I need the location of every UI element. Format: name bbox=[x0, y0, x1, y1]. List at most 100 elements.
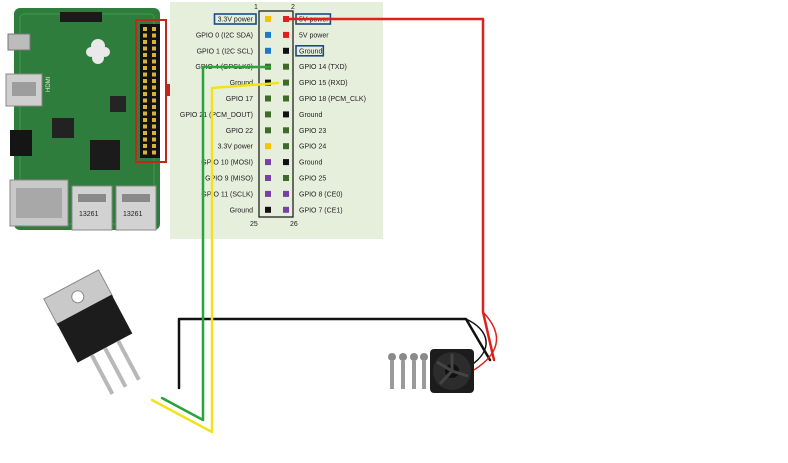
usb-port-2: 13261 bbox=[115, 185, 157, 231]
header-pin bbox=[152, 79, 156, 83]
header-pin bbox=[143, 137, 147, 142]
red-wire bbox=[286, 17, 496, 362]
pin-left-10-marker bbox=[265, 159, 271, 166]
header-pin bbox=[152, 118, 156, 122]
header-pin bbox=[152, 66, 156, 70]
usb-port-1: 13261 bbox=[71, 185, 113, 231]
pin-left-1-highlight bbox=[213, 13, 257, 25]
pin-right-4-label: GPIO 14 (TXD) bbox=[299, 64, 347, 71]
header-pin bbox=[152, 27, 156, 31]
green-wire bbox=[160, 65, 272, 422]
header-pin bbox=[143, 79, 147, 83]
hdmi-label: HDMI bbox=[46, 76, 52, 92]
pin-left-13-label: Ground bbox=[230, 207, 253, 214]
header-pin bbox=[152, 105, 156, 109]
pin-right-5-label: GPIO 15 (RXD) bbox=[299, 80, 348, 87]
pin-left-7-label: GPIO 21 (PCM_DOUT) bbox=[180, 112, 253, 119]
pin-left-10-label: GPIO 10 (MOSI) bbox=[201, 160, 253, 167]
header-pin bbox=[152, 131, 156, 135]
pin-left-3-marker bbox=[265, 47, 271, 54]
header-pin bbox=[152, 98, 156, 103]
cooling-fan bbox=[430, 349, 474, 393]
pin-right-7-label: Ground bbox=[299, 112, 322, 119]
pin-left-13-marker bbox=[265, 206, 271, 213]
header-pin bbox=[152, 46, 156, 51]
pin-right-9-marker bbox=[283, 143, 289, 150]
header-pin bbox=[143, 59, 147, 64]
ethernet-port bbox=[9, 179, 69, 227]
header-pin bbox=[152, 124, 156, 129]
header-pin bbox=[143, 46, 147, 51]
fan-leads bbox=[465, 311, 498, 371]
pin-right-11-label: GPIO 25 bbox=[299, 176, 326, 183]
pin-number-2: 2 bbox=[291, 4, 295, 11]
pin-left-12-label: GPIO 11 (SCLK) bbox=[201, 191, 253, 198]
header-pin bbox=[143, 85, 147, 90]
pin-right-6-label: GPIO 18 (PCM_CLK) bbox=[299, 96, 366, 103]
header-pin bbox=[143, 92, 147, 96]
pin-right-5-marker bbox=[283, 79, 289, 86]
pin-left-2-label: GPIO 0 (I2C SDA) bbox=[196, 32, 253, 39]
usb-label-2: 13261 bbox=[123, 211, 143, 218]
header-pin bbox=[143, 33, 147, 38]
usb-label-1: 13261 bbox=[79, 211, 99, 218]
pin-right-9-label: GPIO 24 bbox=[299, 144, 326, 151]
pinout-panel bbox=[170, 2, 383, 239]
processor-chip bbox=[90, 140, 120, 170]
header-pin bbox=[143, 150, 147, 155]
header-pin bbox=[143, 98, 147, 103]
pin-left-11-marker bbox=[265, 175, 271, 181]
pin-left-11-label: GPIO 9 (MISO) bbox=[205, 176, 253, 183]
pin-right-8-marker bbox=[283, 127, 289, 134]
pin-right-11-marker bbox=[283, 175, 289, 181]
pin-left-9-marker bbox=[265, 143, 271, 150]
transistor-body bbox=[56, 294, 133, 363]
header-pin bbox=[143, 118, 147, 122]
header-pin bbox=[143, 66, 147, 70]
black-wire bbox=[177, 317, 492, 390]
transistor-mount-hole bbox=[71, 290, 85, 304]
pin-right-4-marker bbox=[283, 63, 289, 70]
pin-right-8-label: GPIO 23 bbox=[299, 128, 326, 135]
pin-right-10-label: Ground bbox=[299, 160, 322, 167]
header-pin bbox=[143, 40, 147, 44]
sd-card-slot bbox=[60, 12, 102, 22]
header-pin bbox=[152, 33, 156, 38]
pin-left-6-marker bbox=[265, 95, 271, 102]
header-pin bbox=[143, 105, 147, 109]
yellow-wire bbox=[150, 81, 280, 434]
pin-right-7-marker bbox=[283, 111, 289, 118]
raspberry-logo bbox=[86, 39, 110, 64]
pin-number-26: 26 bbox=[290, 221, 298, 228]
header-pin bbox=[152, 59, 156, 64]
header-pin bbox=[152, 111, 156, 116]
pin-left-8-marker bbox=[265, 127, 271, 134]
header-pin bbox=[143, 144, 147, 148]
pin-left-9-label: 3.3V power bbox=[218, 144, 254, 151]
pin-right-2-marker bbox=[283, 31, 289, 38]
pin-left-2-marker bbox=[265, 31, 271, 38]
pin-number-1: 1 bbox=[254, 4, 258, 11]
raspberry-pi-board: HDMI 13261 13261 bbox=[5, 8, 167, 231]
audio-jack bbox=[10, 130, 32, 156]
header-pin bbox=[143, 111, 147, 116]
header-pin bbox=[143, 72, 147, 77]
small-chip bbox=[110, 96, 126, 112]
pin-left-1-marker bbox=[265, 16, 271, 22]
pin-right-3-label: Ground bbox=[299, 48, 322, 55]
pin-right-3-marker bbox=[283, 47, 289, 54]
pin-right-2-label: 5V power bbox=[299, 32, 329, 39]
pcb bbox=[14, 8, 160, 230]
gpio-header-pins bbox=[143, 27, 156, 155]
pin-right-1-marker bbox=[283, 16, 289, 22]
pin-left-8-label: GPIO 22 bbox=[226, 128, 253, 135]
header-pin bbox=[152, 72, 156, 77]
transistor bbox=[43, 269, 141, 395]
hdmi-port: HDMI bbox=[5, 73, 52, 107]
header-pin bbox=[143, 131, 147, 135]
pin-left-5-label: Ground bbox=[230, 80, 253, 87]
pin-right-12-label: GPIO 8 (CE0) bbox=[299, 191, 343, 198]
pin-right-13-marker bbox=[283, 206, 289, 213]
pin-right-10-marker bbox=[283, 159, 289, 166]
